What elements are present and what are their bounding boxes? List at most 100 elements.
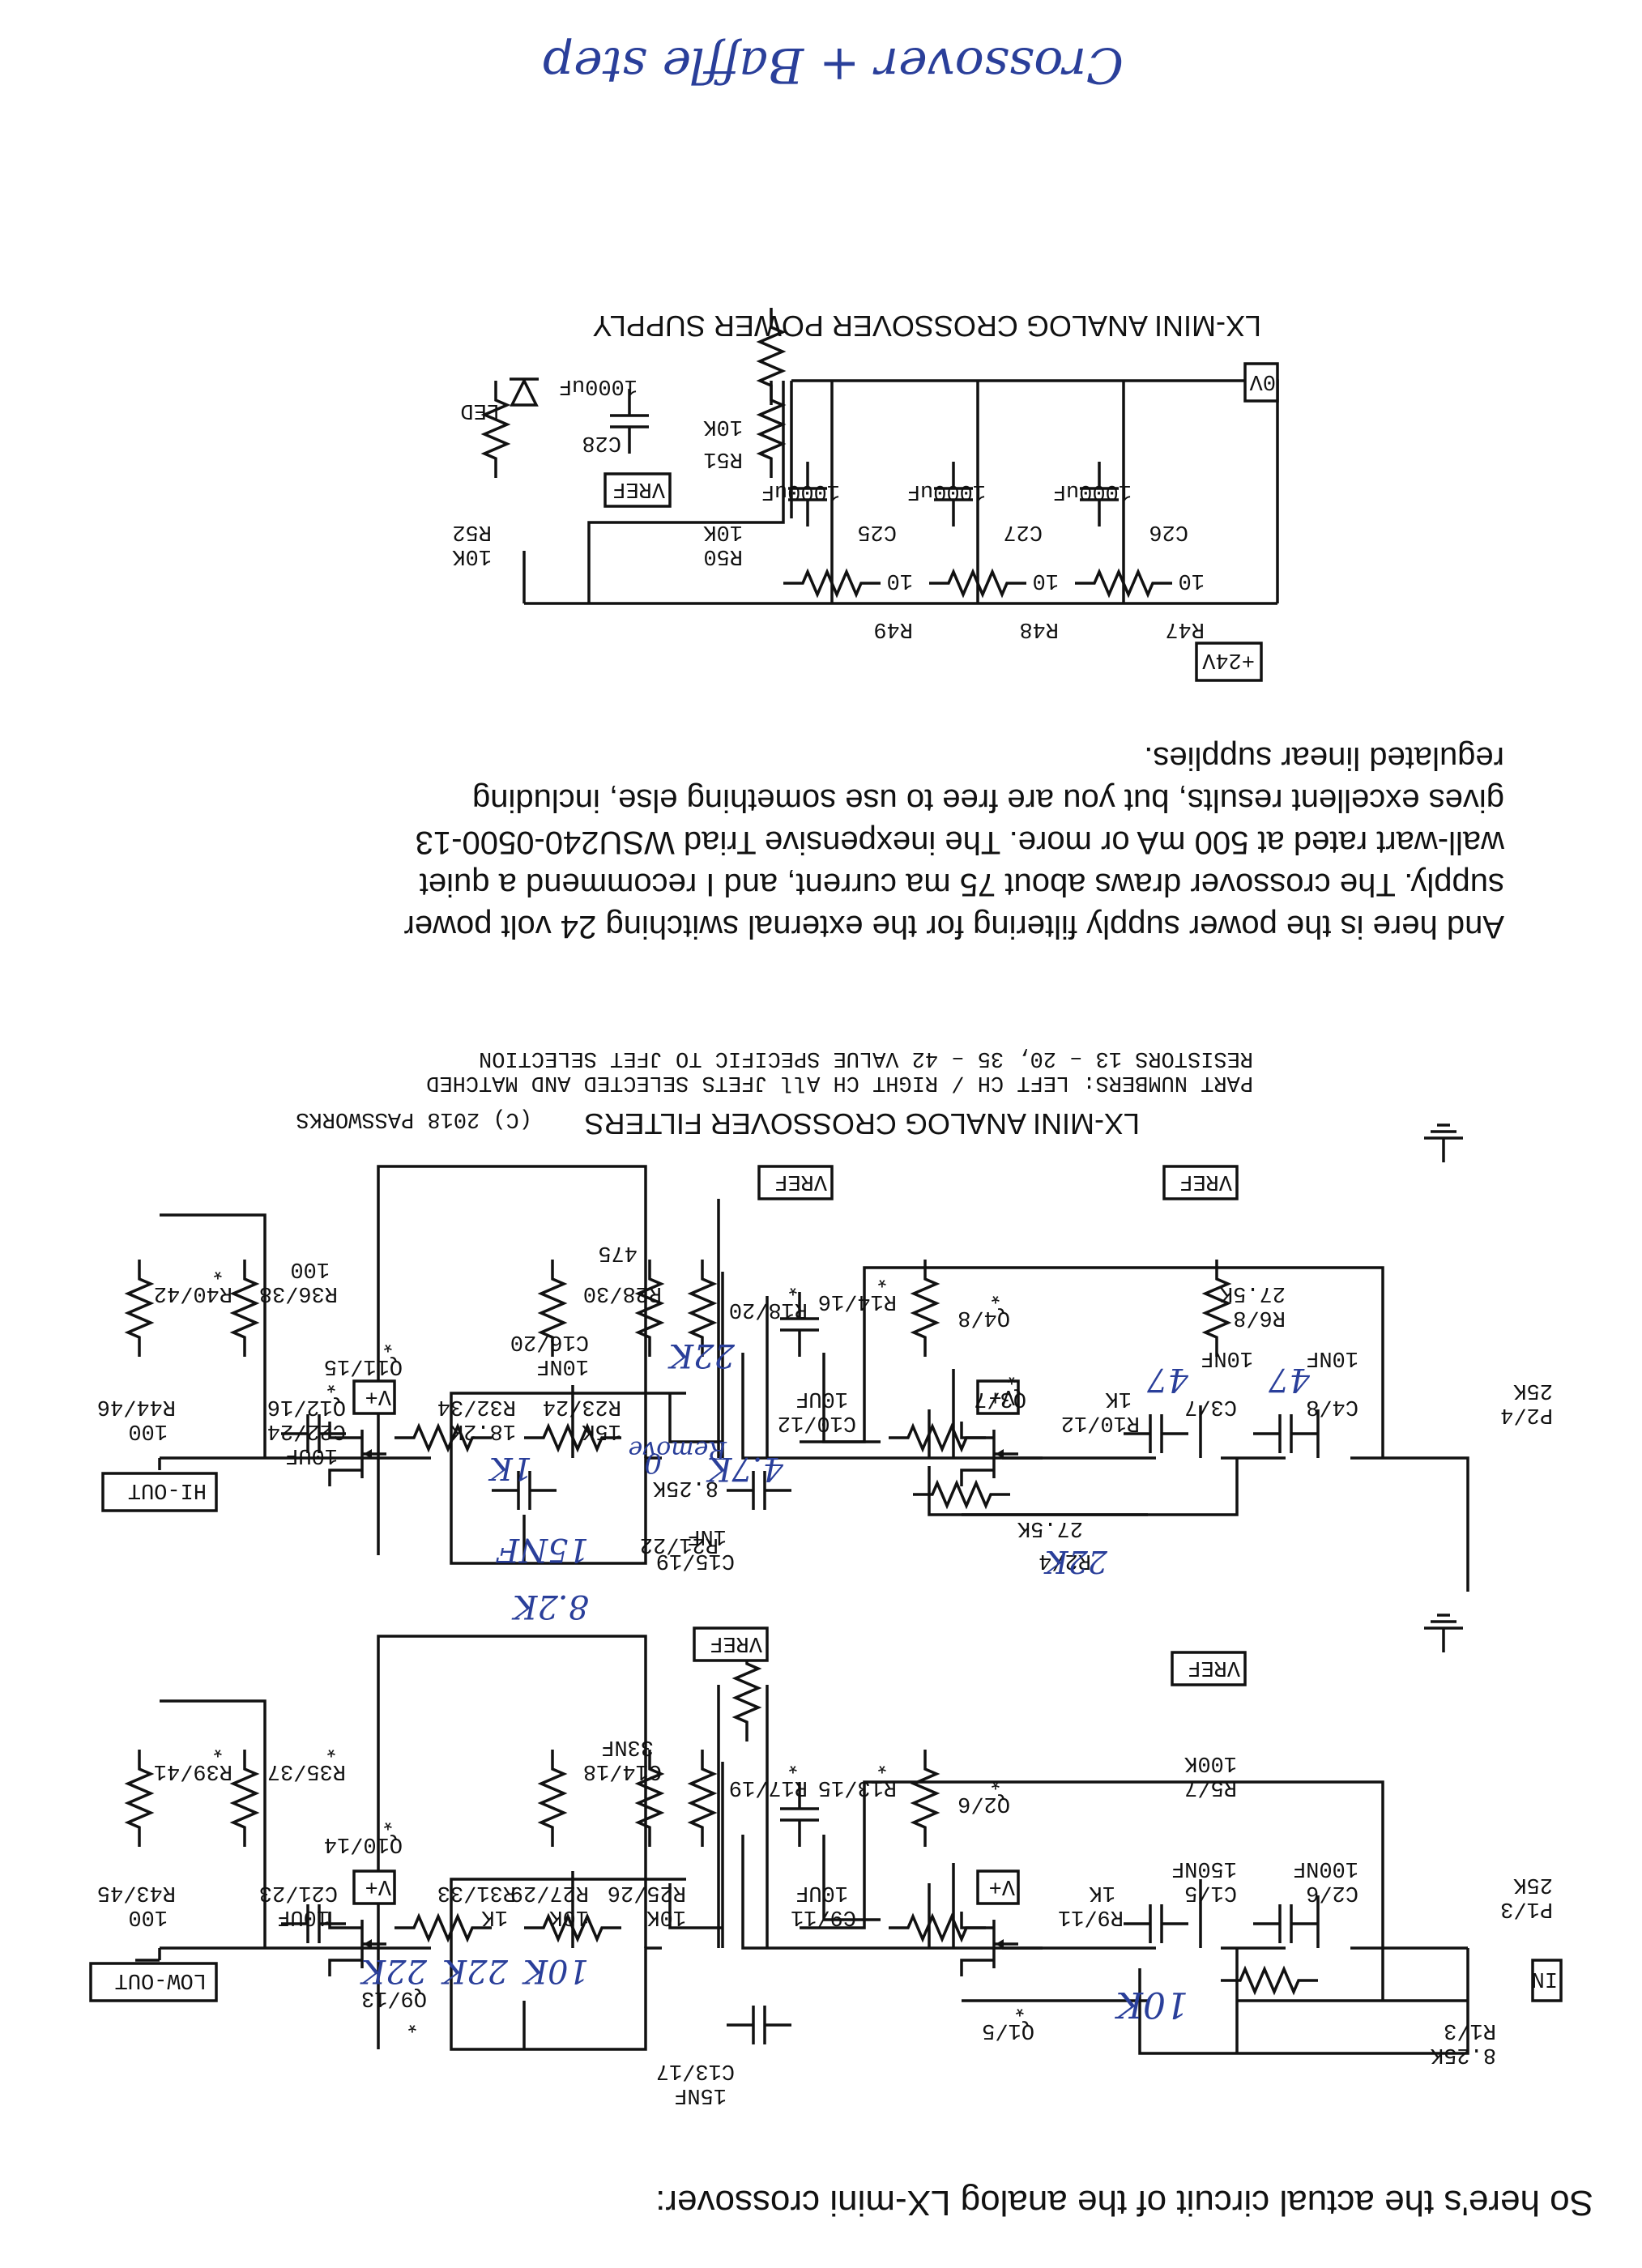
svg-text:V+: V+ [365,1383,391,1408]
svg-text:C15/19: C15/19 [656,1548,735,1572]
hi-out-port-label: HI-OUT [128,1477,207,1502]
svg-text:27.5K: 27.5K [1219,1281,1286,1305]
svg-text:4.7K: 4.7K [706,1450,784,1487]
svg-text:R28/30: R28/30 [583,1281,662,1305]
svg-text:22K: 22K [441,1952,509,1989]
svg-text:R6/8: R6/8 [1233,1305,1286,1329]
svg-text:1K: 1K [1089,1880,1115,1904]
svg-text:R39/41: R39/41 [154,1759,232,1783]
svg-text:V+: V+ [365,1874,391,1898]
svg-text:C28: C28 [582,430,621,454]
svg-text:10: 10 [1179,568,1205,592]
svg-text:C27: C27 [1003,519,1043,544]
svg-text:8.2K: 8.2K [511,1588,589,1625]
svg-text:R21/22: R21/22 [640,1532,719,1556]
svg-text:R48: R48 [1019,616,1059,641]
svg-text:8.25K: 8.25K [1430,2042,1496,2066]
svg-text:10NF: 10NF [536,1354,589,1378]
svg-text:25K: 25K [1513,1378,1553,1402]
power-supply-paragraph: And here is the power supply filtering f… [404,737,1505,948]
low-pass-labels: IN LOW-OUT V+ V+ VREF VREF R1/3 8.25K P1… [89,1626,1563,2107]
svg-text:VREF: VREF [1179,1169,1232,1193]
svg-text:1000uF: 1000uF [1053,479,1132,503]
svg-text:*: * [325,1370,338,1394]
svg-text:10K: 10K [1115,1984,1188,2025]
svg-text:10NF: 10NF [1201,1345,1253,1370]
svg-text:10: 10 [1033,568,1059,592]
svg-text:Q10/14: Q10/14 [324,1831,403,1856]
svg-text:R5/7: R5/7 [1184,1775,1237,1799]
input-port-label: IN [1532,1966,1558,1990]
paragraph-line: wall-wart rated at 500 mA or more. The i… [415,825,1504,860]
plus-24v-port: +24V [1201,647,1255,671]
svg-text:Q11/15: Q11/15 [324,1354,403,1378]
svg-text:P2/4: P2/4 [1500,1402,1553,1426]
svg-text:*: * [876,1264,889,1289]
svg-text:10K: 10K [703,414,743,438]
svg-text:C14/18: C14/18 [583,1759,662,1783]
handwritten-title: Crossover + Baffle step [543,36,1124,93]
paragraph-line: gives excellent results, but you are fre… [471,782,1504,818]
svg-text:C4/8: C4/8 [1306,1394,1358,1418]
svg-text:10: 10 [887,568,913,592]
svg-text:R36/38: R36/38 [259,1281,338,1305]
low-pass-filter [135,1635,1469,2055]
svg-text:*: * [211,1734,224,1759]
svg-text:10K: 10K [522,1952,589,1989]
svg-text:R17/19: R17/19 [729,1775,808,1799]
svg-text:1K: 1K [488,1451,532,1486]
svg-text:15K: 15K [582,1418,621,1443]
svg-text:33NF: 33NF [601,1734,654,1759]
handwritten-annotations: Crossover + Baffle step 10K 22K 22K 47 4… [360,36,1311,2025]
svg-text:1K: 1K [1105,1386,1132,1410]
led-symbol [510,377,539,407]
svg-text:22K: 22K [1043,1544,1108,1580]
svg-text:R31/33: R31/33 [437,1880,516,1904]
low-pass-components [126,1614,1465,2046]
svg-text:Q3/7: Q3/7 [974,1386,1026,1410]
svg-text:100: 100 [128,1418,168,1443]
svg-text:10UF: 10UF [795,1386,848,1410]
svg-text:*: * [1005,1362,1018,1386]
svg-text:R40/42: R40/42 [154,1281,232,1305]
svg-text:R27/29: R27/29 [510,1880,589,1904]
zero-volt-port: 0V [1249,369,1276,393]
svg-text:22K: 22K [667,1336,736,1374]
svg-text:Q12/16: Q12/16 [267,1394,346,1418]
svg-text:1000uF: 1000uF [761,479,840,503]
svg-text:R50: R50 [703,544,743,568]
power-supply-labels: +24V 0V VREF R47 10 R48 10 R49 10 C26 10… [452,362,1279,682]
svg-text:150NF: 150NF [1171,1856,1237,1880]
svg-text:R51: R51 [703,446,743,471]
svg-text:10UF: 10UF [285,1443,338,1467]
svg-text:R47: R47 [1165,616,1205,641]
svg-text:C16/20: C16/20 [510,1329,589,1354]
svg-text:VREF: VREF [1188,1655,1240,1679]
svg-text:1000uF: 1000uF [907,479,986,503]
power-supply-title: LX-MINI ANALOG CROSSOVER POWER SUPPLY [592,309,1261,343]
svg-text:LED: LED [460,398,500,422]
svg-text:*: * [876,1750,889,1775]
svg-text:C10/12: C10/12 [778,1410,856,1435]
svg-text:V+: V+ [989,1383,1015,1408]
svg-text:R43/45: R43/45 [97,1880,176,1904]
svg-text:VREF: VREF [774,1169,827,1193]
notes-line-2: RESISTORS 13 – 20, 35 – 42 VALUE SPECIFI… [479,1046,1253,1070]
svg-text:*: * [1013,1993,1026,2018]
svg-text:C2/6: C2/6 [1306,1880,1358,1904]
svg-text:8.25K: 8.25K [652,1475,719,1499]
svg-text:*: * [406,2010,419,2034]
svg-text:C25: C25 [857,519,897,544]
svg-text:C26: C26 [1149,519,1188,544]
filters-title: LX-MINI ANALOG CROSSOVER FILTERS [585,1107,1140,1140]
svg-text:VREF: VREF [612,476,665,501]
svg-text:V+: V+ [989,1874,1015,1898]
svg-text:Remove: Remove [628,1435,727,1464]
svg-text:22K: 22K [360,1952,428,1989]
svg-text:R18/20: R18/20 [729,1297,808,1321]
svg-text:C22/24: C22/24 [267,1418,346,1443]
svg-text:R13/15: R13/15 [818,1775,897,1799]
svg-text:*: * [989,1767,1002,1791]
svg-text:*: * [382,1329,395,1354]
svg-text:R23/24: R23/24 [543,1394,621,1418]
